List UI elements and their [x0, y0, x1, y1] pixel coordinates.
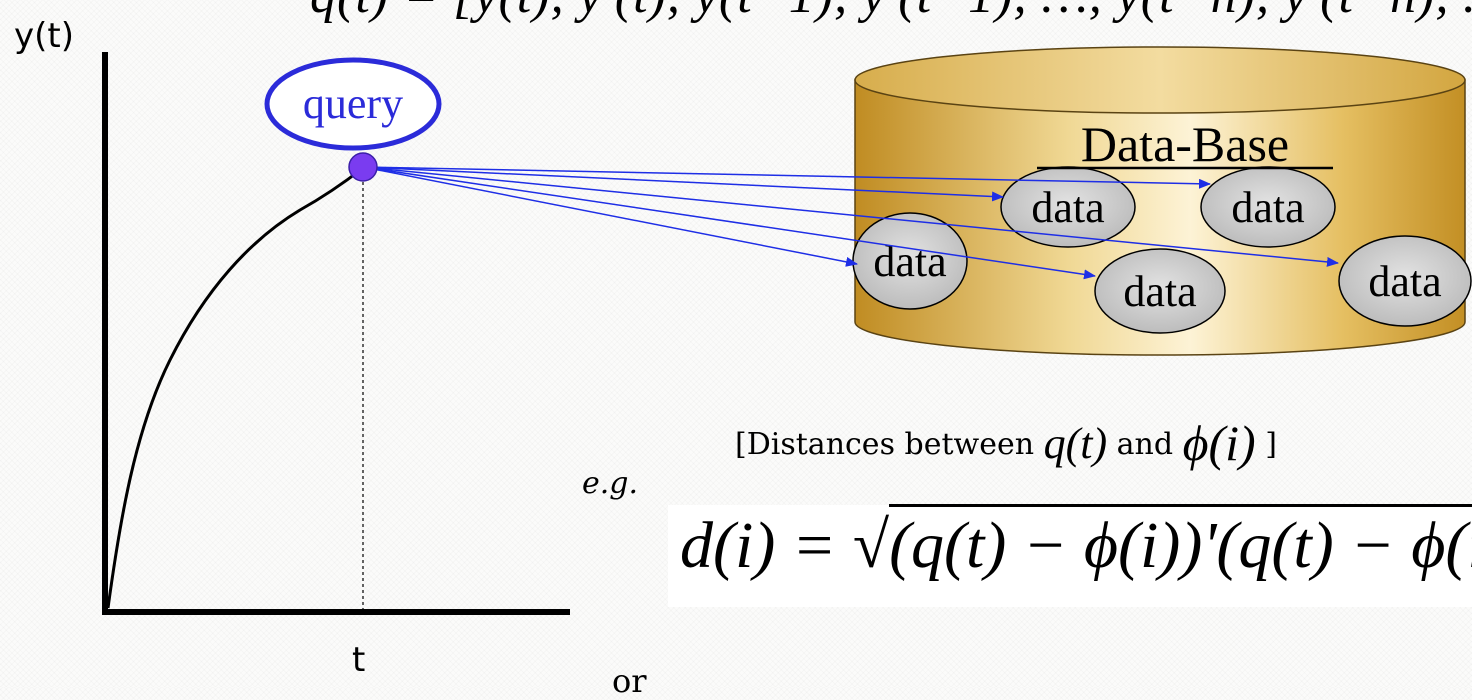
formula-lhs: d(i) =	[680, 509, 853, 582]
data-label-4: data	[1123, 267, 1196, 316]
y-axis-label: y(t)	[14, 16, 74, 56]
formula-radical: √	[852, 509, 890, 582]
query-bubble	[264, 57, 442, 151]
database-title: Data-Base	[1081, 116, 1289, 172]
q-symbol: q(t)	[1043, 419, 1108, 468]
database-cylinder-top	[854, 46, 1466, 114]
formula-body: (q(t) − ϕ(i))'(q(t) − ϕ(i))	[889, 504, 1472, 582]
or-label: or	[612, 662, 647, 700]
top-formula-fragment: q(t) = [y(t), y'(t), y(t−1), y'(t−1), …,…	[310, 0, 1472, 25]
distances-suffix: ]	[1265, 427, 1277, 462]
response-curve	[106, 166, 364, 609]
query-arrows	[362, 166, 1339, 280]
data-ellipse-4	[1094, 248, 1226, 334]
arrow-to-data-2	[362, 166, 1211, 189]
formula-background	[668, 505, 1472, 607]
distances-caption: [Distances between q(t) and ϕ(i) ]	[735, 414, 1277, 472]
query-point	[348, 152, 378, 182]
arrow-to-data-1	[362, 166, 1004, 202]
and-word: and	[1116, 427, 1174, 462]
arrow-to-data-4	[362, 166, 1096, 280]
arrow-to-data-5	[362, 166, 1339, 267]
data-label-5: data	[1368, 257, 1441, 306]
database-cylinder-body	[854, 79, 1466, 356]
data-ellipse-5	[1338, 235, 1472, 327]
example-label: e.g.	[582, 466, 639, 501]
query-label: query	[303, 79, 403, 128]
distance-formula: d(i) = √(q(t) − ϕ(i))'(q(t) − ϕ(i))	[680, 504, 1472, 584]
distances-prefix: [Distances between	[735, 427, 1035, 462]
x-axis-label: t	[352, 640, 366, 680]
data-label-2: data	[1231, 183, 1304, 232]
phi-symbol: ϕ(i)	[1182, 415, 1256, 471]
arrow-to-data-3	[362, 166, 858, 267]
data-label-1: data	[1031, 183, 1104, 232]
